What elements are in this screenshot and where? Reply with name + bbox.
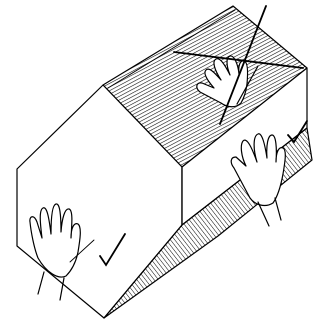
hand-wrist-line [38,272,44,294]
hand-wrist-line-2 [275,198,281,220]
